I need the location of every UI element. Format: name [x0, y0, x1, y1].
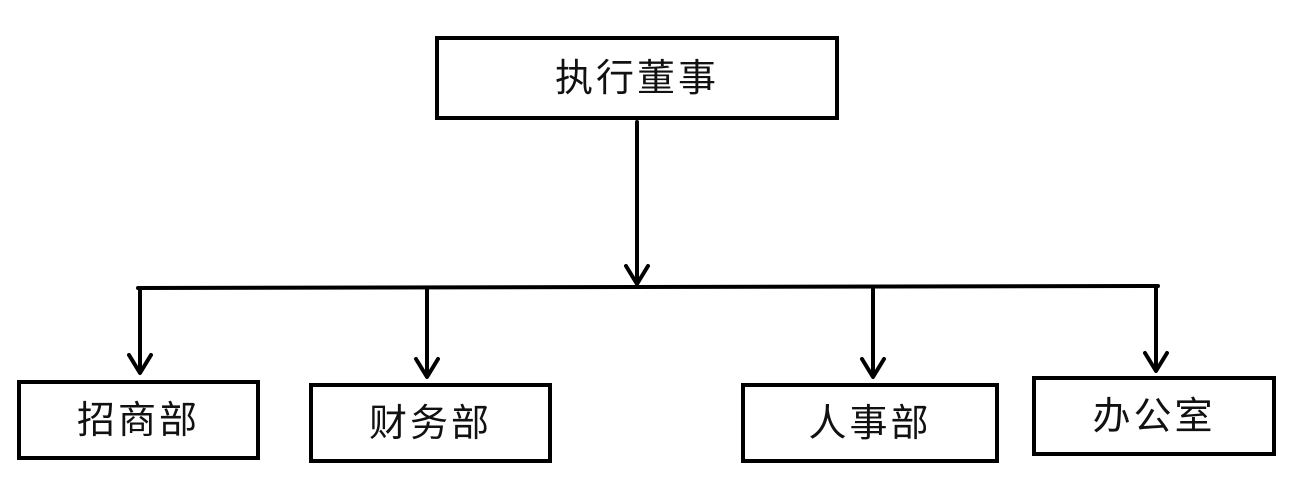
branch-arrowhead-4 — [1143, 351, 1169, 373]
department-node: 办公室 — [1032, 376, 1276, 456]
root-node: 执行董事 — [435, 36, 839, 120]
trunk-arrowhead — [624, 264, 650, 286]
branch-arrowhead-3 — [860, 357, 886, 379]
department-node-label: 财务部 — [368, 401, 492, 445]
department-node: 人事部 — [741, 383, 999, 463]
department-node-label: 招商部 — [76, 398, 200, 442]
branch-arrowhead-2 — [414, 357, 440, 379]
department-node-label: 人事部 — [808, 401, 932, 445]
department-node-label: 办公室 — [1092, 394, 1216, 438]
department-node: 招商部 — [17, 380, 260, 460]
bus-line — [136, 284, 1160, 290]
department-node: 财务部 — [309, 383, 552, 463]
root-node-label: 执行董事 — [554, 56, 719, 100]
branch-arrowhead-1 — [127, 353, 153, 375]
